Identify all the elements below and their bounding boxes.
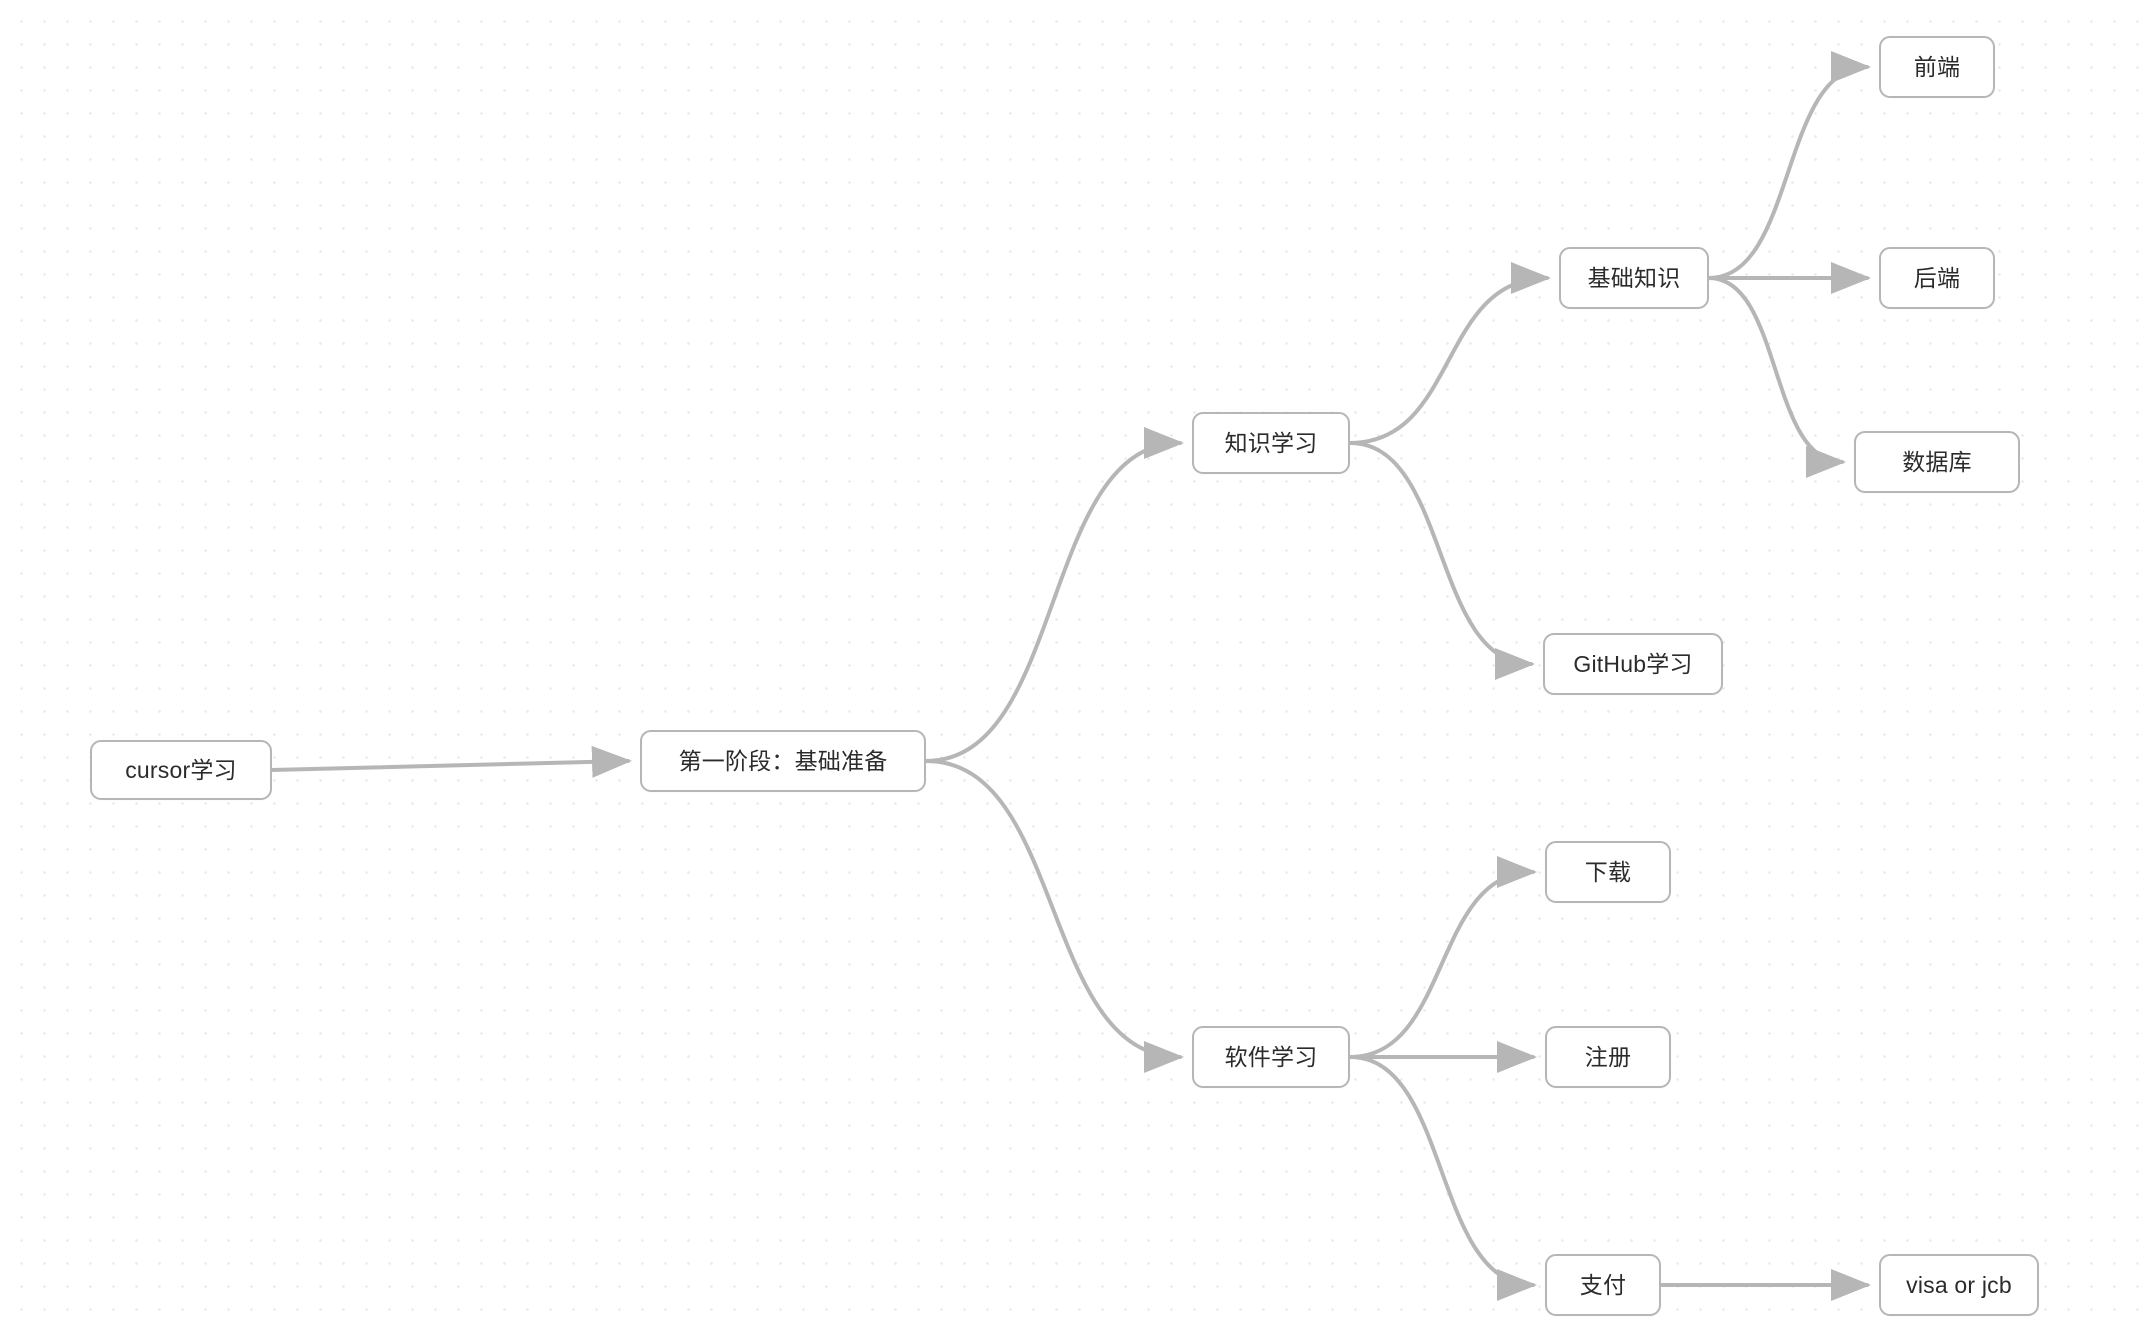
node-download[interactable]: 下载: [1545, 841, 1671, 903]
edge-soft-to-pay: [1348, 1055, 1537, 1301]
node-label: 前端: [1913, 53, 1961, 80]
node-label: visa or jcb: [1906, 1271, 2012, 1298]
node-label: 第一阶段：基础准备: [678, 747, 888, 774]
node-label: cursor学习: [125, 756, 237, 783]
edge-basic-to-db: [1707, 276, 1846, 478]
edge-soft-to-download: [1348, 856, 1537, 1059]
node-label: GitHub学习: [1573, 650, 1693, 677]
node-label: 注册: [1584, 1043, 1632, 1070]
edge-basic-to-front: [1707, 51, 1871, 280]
edge-stage1-to-know: [924, 427, 1184, 763]
node-github[interactable]: GitHub学习: [1543, 633, 1723, 695]
node-label: 基础知识: [1587, 264, 1681, 291]
node-label: 支付: [1579, 1271, 1627, 1298]
node-back[interactable]: 后端: [1879, 247, 1995, 309]
node-db[interactable]: 数据库: [1854, 431, 2020, 493]
node-label: 后端: [1913, 264, 1961, 291]
node-front[interactable]: 前端: [1879, 36, 1995, 98]
edge-know-to-github: [1348, 441, 1535, 680]
node-label: 下载: [1584, 858, 1632, 885]
node-know[interactable]: 知识学习: [1192, 412, 1350, 474]
edge-stage1-to-soft: [924, 759, 1184, 1073]
edge-know-to-basic: [1348, 262, 1551, 445]
node-root[interactable]: cursor学习: [90, 740, 272, 800]
edge-root-to-stage1: [270, 745, 632, 778]
node-label: 知识学习: [1224, 429, 1318, 456]
node-register[interactable]: 注册: [1545, 1026, 1671, 1088]
node-soft[interactable]: 软件学习: [1192, 1026, 1350, 1088]
node-label: 软件学习: [1224, 1043, 1318, 1070]
node-pay[interactable]: 支付: [1545, 1254, 1661, 1316]
node-visa[interactable]: visa or jcb: [1879, 1254, 2039, 1316]
node-basic[interactable]: 基础知识: [1559, 247, 1709, 309]
node-label: 数据库: [1902, 448, 1972, 475]
node-stage1[interactable]: 第一阶段：基础准备: [640, 730, 926, 792]
